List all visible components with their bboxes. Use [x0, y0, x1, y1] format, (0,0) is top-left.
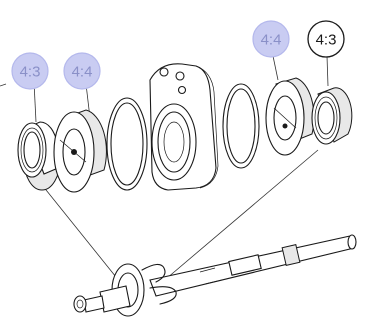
leader-callout-3 — [272, 55, 279, 81]
callout-label: 4:3 — [20, 64, 41, 81]
shaft-assembly — [73, 234, 357, 317]
callout-label: 4:3 — [316, 32, 337, 49]
callout-4: 4:3 — [307, 20, 345, 58]
bearing-small-right — [311, 87, 353, 145]
seal-ring-right — [222, 83, 260, 169]
bearing-large-right — [265, 77, 315, 156]
callout-label: 4:4 — [72, 64, 93, 81]
callout-bubble — [307, 20, 345, 58]
callout-bubble — [11, 52, 49, 90]
seal-ring-left — [106, 97, 148, 191]
callout-2: 4:4 — [63, 52, 101, 90]
bearing-large-left — [53, 109, 107, 193]
callout-bubble — [63, 52, 101, 90]
leader-callout-4 — [326, 55, 329, 87]
callout-bubble — [252, 20, 290, 58]
callout-label: 4:4 — [261, 32, 282, 49]
center-housing — [149, 63, 219, 191]
leader-line-right — [159, 149, 319, 285]
callout-1: 4:3 — [11, 52, 49, 90]
callout-3: 4:4 — [252, 20, 290, 58]
edge-tick — [0, 83, 7, 87]
